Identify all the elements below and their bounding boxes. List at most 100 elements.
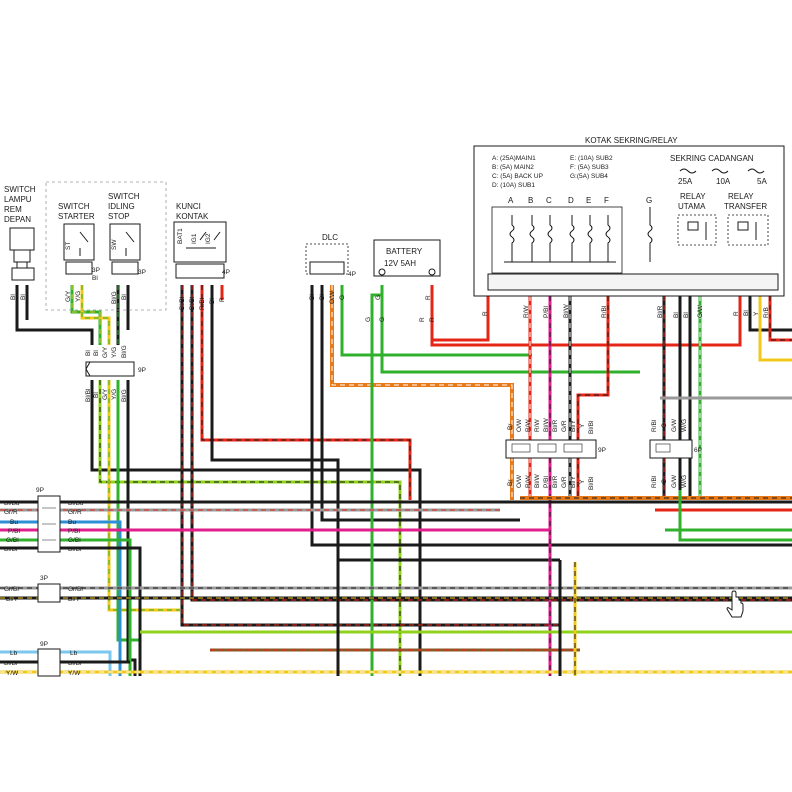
- c6-bot-4: W/G: [681, 475, 688, 488]
- fuse-item-d: D: (10A) SUB1: [492, 182, 535, 189]
- bat-low-g2: G: [379, 317, 386, 322]
- wire-fb-y: [758, 296, 792, 362]
- l9a-left-6: Bl/Br: [4, 546, 19, 553]
- wire-fb-rbl-s: [577, 296, 609, 500]
- fuse-letter-d: D: [568, 196, 574, 205]
- l9b-right-3: Y/W: [68, 670, 81, 677]
- kunci-label-2: KONTAK: [176, 212, 209, 221]
- wire-9p-3s: [108, 380, 180, 611]
- l9a-left-4: P/Bl: [8, 528, 20, 535]
- c9-bot-4: Y/G: [111, 389, 118, 400]
- switch-idling-label-1: SWITCH: [108, 192, 140, 201]
- wire-dlc-3: [330, 285, 514, 500]
- fuse-letter-g: G: [646, 196, 652, 205]
- battery-label: BATTERY: [386, 247, 423, 256]
- wire-bat-g: [370, 285, 384, 676]
- conn-3p-b: 3P: [138, 269, 146, 276]
- l9a-left-1: Bl/Bu: [4, 500, 20, 507]
- c6-bot-3: G/W: [671, 474, 678, 488]
- switch-idling-stop: SWITCH IDLING STOP SW 3P Bl/G Bl: [108, 192, 146, 304]
- kunci-pin-bat1: BAT1: [177, 228, 184, 244]
- pin-rw: R/W: [523, 305, 530, 319]
- switch-idling-label-3: STOP: [108, 212, 130, 221]
- c6-top-4: W/G: [681, 419, 688, 432]
- dlc-wire-1: Bl: [309, 294, 316, 300]
- dlc-wire-2: Bl: [319, 294, 326, 300]
- pin-blr: Bl/R: [657, 305, 664, 318]
- conn-4p-kunci: 4P: [222, 269, 230, 276]
- c6-top-1: R/Bl: [651, 419, 658, 432]
- cc-bot-3: R/W: [525, 475, 532, 489]
- conn-9p-center: 9P: [598, 447, 606, 454]
- pin-rbl: R/Bl: [601, 305, 608, 318]
- wire-bat-r2: [430, 296, 742, 347]
- dlc-connector: DLC 4P Bl Bl O/W G: [305, 233, 356, 304]
- relay-utama-box: [677, 214, 717, 246]
- relay-utama-2: UTAMA: [678, 202, 706, 211]
- l9a-left-2: Gr/R: [4, 509, 18, 516]
- fuse-box-title: KOTAK SEKRING/RELAY: [585, 136, 678, 145]
- fuse-item-g: G:(5A) SUB4: [570, 173, 608, 180]
- cc-top-10: Bl/Bl: [588, 420, 595, 434]
- cc-top-7: G/R: [561, 420, 568, 432]
- spare-10a: 10A: [716, 177, 731, 186]
- wire-kunci-2: [190, 285, 792, 602]
- connector-9p-left-a: 9P Bl/Bu Gr/R Bu P/Bl G/Bl Bl/Br Bl/Bu G…: [4, 487, 84, 553]
- l9b-left-2: Bl/Br: [4, 660, 19, 667]
- c9-bot-3: G/Y: [102, 388, 109, 400]
- fuse-item-f: F: (5A) SUB3: [570, 164, 609, 171]
- switch-idling-label-2: IDLING: [108, 202, 135, 211]
- handlebar-switch-group: [45, 181, 167, 311]
- kunci-wire-5: R: [219, 297, 226, 302]
- switch-starter-label-1: SWITCH: [58, 202, 90, 211]
- pin-bl-b: Bl: [683, 312, 690, 318]
- cc-top-8: Bl/Y: [570, 419, 577, 432]
- wires: [0, 285, 792, 676]
- switch-starter: SWITCH STARTER ST 3P Bl G/Y Y/G: [58, 202, 100, 302]
- connector-9p-left-b: 9P Lb Bl/Br Y/W Lb Bl/Br Y/W: [4, 641, 83, 677]
- l3-left-1: Gr/Bl: [4, 586, 19, 593]
- idling-wire-blg: Bl/G: [111, 291, 118, 304]
- wire-bat-g2: [380, 295, 640, 374]
- conn-3p-left: 3P: [40, 575, 48, 582]
- l9a-right-4: P/Bl: [68, 528, 80, 535]
- cc-top-2: O/W: [516, 418, 523, 432]
- l9a-right-5: G/Bl: [68, 537, 81, 544]
- lampu-wire-1: Bl: [10, 294, 17, 300]
- connector-9p-center: Br O/W R/W R/W Bl/W Bl/R G/R Bl/Y Y Bl/B…: [505, 417, 606, 490]
- battery-wire-r: R: [425, 295, 432, 300]
- cc-top-4: R/W: [534, 419, 541, 433]
- starter-st-label: ST: [65, 242, 72, 250]
- wire-kunci-4: [210, 285, 560, 562]
- fuse-letter-a: A: [508, 196, 514, 205]
- dlc-label: DLC: [322, 233, 338, 242]
- fuse-letter-c: C: [546, 196, 552, 205]
- conn-9p-left-b: 9P: [40, 641, 48, 648]
- c9-top-2: Bl: [93, 350, 100, 356]
- switch-lampu-label-3: REM: [4, 205, 22, 214]
- kunci-label-1: KUNCI: [176, 202, 201, 211]
- l9b-right-2: Bl/Br: [68, 660, 83, 667]
- fuse-box: KOTAK SEKRING/RELAY A: (25A)MAIN1 B: (5A…: [473, 136, 785, 319]
- kunci-wire-2: Bl/Bl: [189, 296, 196, 310]
- cc-top-5: Bl/W: [543, 417, 550, 432]
- l9a-left-3: Bu: [10, 519, 18, 526]
- switch-lampu-rem-depan: SWITCH LAMPU REM DEPAN Bl Bl: [4, 185, 36, 300]
- wire-fb-rbl: [576, 296, 610, 500]
- dlc-wire-4: G: [339, 295, 346, 300]
- c9-top-4: Y/G: [111, 347, 118, 358]
- wire-fb-bl3: [748, 296, 792, 332]
- pin-gw: G/W: [697, 304, 704, 318]
- connector-6p-right: R/Bl G G/W W/G 6P R/Bl G G/W W/G: [649, 418, 702, 488]
- bat-low-r1: R: [419, 317, 426, 322]
- fuse-letter-e: E: [586, 196, 591, 205]
- wire-fb-rb-s: [769, 296, 792, 341]
- bat-low-r2: R: [429, 317, 436, 322]
- wire-kunci-3: [200, 285, 412, 500]
- spare-5a: 5A: [757, 177, 767, 186]
- wire-9p-4: [116, 380, 140, 642]
- page-blank-area: [0, 677, 792, 792]
- wire-9p-1: [90, 380, 422, 676]
- connector-3p-left: 3P Gr/Bl Bl/Y Gr/Bl Bl/Y: [4, 575, 83, 603]
